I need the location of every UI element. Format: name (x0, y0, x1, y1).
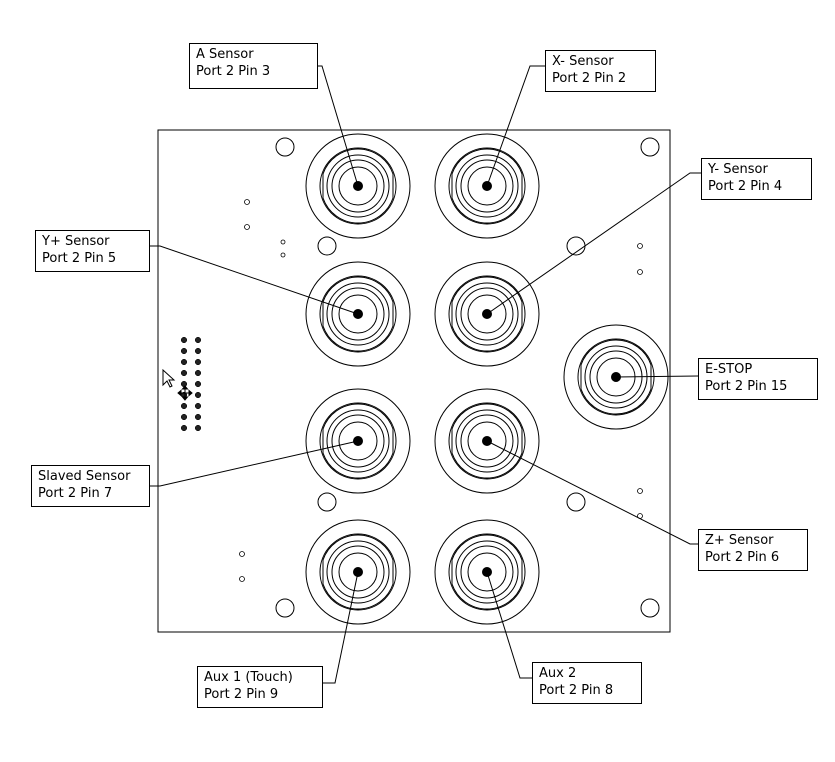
header-pin (194, 402, 202, 410)
via (239, 576, 245, 582)
connector-pin: Port 2 Pin 15 (705, 379, 788, 394)
jack-a-sensor (305, 133, 411, 239)
pointer-arrow-icon (162, 368, 176, 388)
header-pin (180, 402, 188, 410)
via (239, 551, 245, 557)
connector-name: Aux 2 (539, 666, 577, 681)
mounting-hole (317, 236, 337, 256)
via (280, 252, 286, 258)
jack-slaved-sensor (305, 388, 411, 494)
leader-z-plus-sensor (486, 440, 698, 545)
connector-name: Slaved Sensor (38, 469, 131, 484)
jack-y-plus-sensor (305, 261, 411, 367)
header-pin (180, 369, 188, 377)
mounting-hole (275, 598, 295, 618)
mounting-hole (640, 598, 660, 618)
leader-y-minus-sensor (486, 172, 701, 315)
header-pin (180, 336, 188, 344)
leader-aux-1 (323, 571, 359, 684)
connector-pin: Port 2 Pin 7 (38, 486, 113, 501)
header-pin (194, 336, 202, 344)
via (244, 199, 250, 205)
via (280, 239, 286, 245)
label-x-minus-sensor: X- Sensor Port 2 Pin 2 (545, 50, 656, 92)
header-pin (180, 424, 188, 432)
label-aux-1: Aux 1 (Touch) Port 2 Pin 9 (197, 666, 323, 708)
label-slaved-sensor: Slaved Sensor Port 2 Pin 7 (31, 465, 150, 507)
connector-pin: Port 2 Pin 9 (204, 687, 279, 702)
jack-aux-2 (434, 519, 540, 625)
mounting-hole (275, 137, 295, 157)
header-pin (180, 347, 188, 355)
leader-aux-2 (486, 571, 532, 679)
connector-name: A Sensor (196, 47, 254, 62)
connector-name: Y+ Sensor (42, 234, 110, 249)
header-pin (194, 391, 202, 399)
small-vias (239, 199, 643, 582)
label-aux-2: Aux 2 Port 2 Pin 8 (532, 662, 642, 704)
mounting-hole (317, 492, 337, 512)
move-cursor-icon (177, 385, 193, 401)
via (637, 488, 643, 494)
leader-slaved-sensor (150, 440, 359, 487)
header-pin (194, 369, 202, 377)
label-z-plus-sensor: Z+ Sensor Port 2 Pin 6 (698, 529, 808, 571)
label-y-minus-sensor: Y- Sensor Port 2 Pin 4 (701, 158, 812, 200)
leader-a-sensor (318, 65, 359, 187)
jack-y-minus-sensor (434, 261, 540, 367)
connector-pin: Port 2 Pin 2 (552, 71, 627, 86)
board-outline (157, 129, 671, 633)
connector-pin: Port 2 Pin 5 (42, 251, 117, 266)
header-pin (180, 380, 188, 388)
header-pin (194, 347, 202, 355)
connector-name: Y- Sensor (708, 162, 768, 177)
connector-pin: Port 2 Pin 6 (705, 550, 780, 565)
label-a-sensor: A Sensor Port 2 Pin 3 (189, 43, 318, 89)
via (244, 224, 250, 230)
mounting-hole (566, 492, 586, 512)
leader-e-stop (615, 375, 699, 378)
jack-x-minus-sensor (434, 133, 540, 239)
via (637, 269, 643, 275)
connector-pin: Port 2 Pin 8 (539, 683, 614, 698)
connector-name: E-STOP (705, 362, 753, 377)
header-pin (194, 358, 202, 366)
leader-y-plus-sensor (150, 245, 359, 315)
connector-name: X- Sensor (552, 54, 614, 69)
connector-pin: Port 2 Pin 3 (196, 64, 271, 79)
label-y-plus-sensor: Y+ Sensor Port 2 Pin 5 (35, 230, 150, 272)
via (637, 243, 643, 249)
connector-name: Z+ Sensor (705, 533, 774, 548)
header-pin (180, 358, 188, 366)
header-pin (194, 413, 202, 421)
mounting-hole (640, 137, 660, 157)
header-pin (194, 424, 202, 432)
label-e-stop: E-STOP Port 2 Pin 15 (698, 358, 818, 400)
header-pin (180, 413, 188, 421)
header-pin (194, 380, 202, 388)
mounting-holes (275, 137, 660, 618)
connector-pin: Port 2 Pin 4 (708, 179, 783, 194)
connector-jacks (305, 133, 669, 625)
connector-name: Aux 1 (Touch) (204, 670, 293, 685)
jack-aux-1 (305, 519, 411, 625)
leader-x-minus-sensor (486, 65, 545, 187)
leader-lines (150, 65, 701, 684)
